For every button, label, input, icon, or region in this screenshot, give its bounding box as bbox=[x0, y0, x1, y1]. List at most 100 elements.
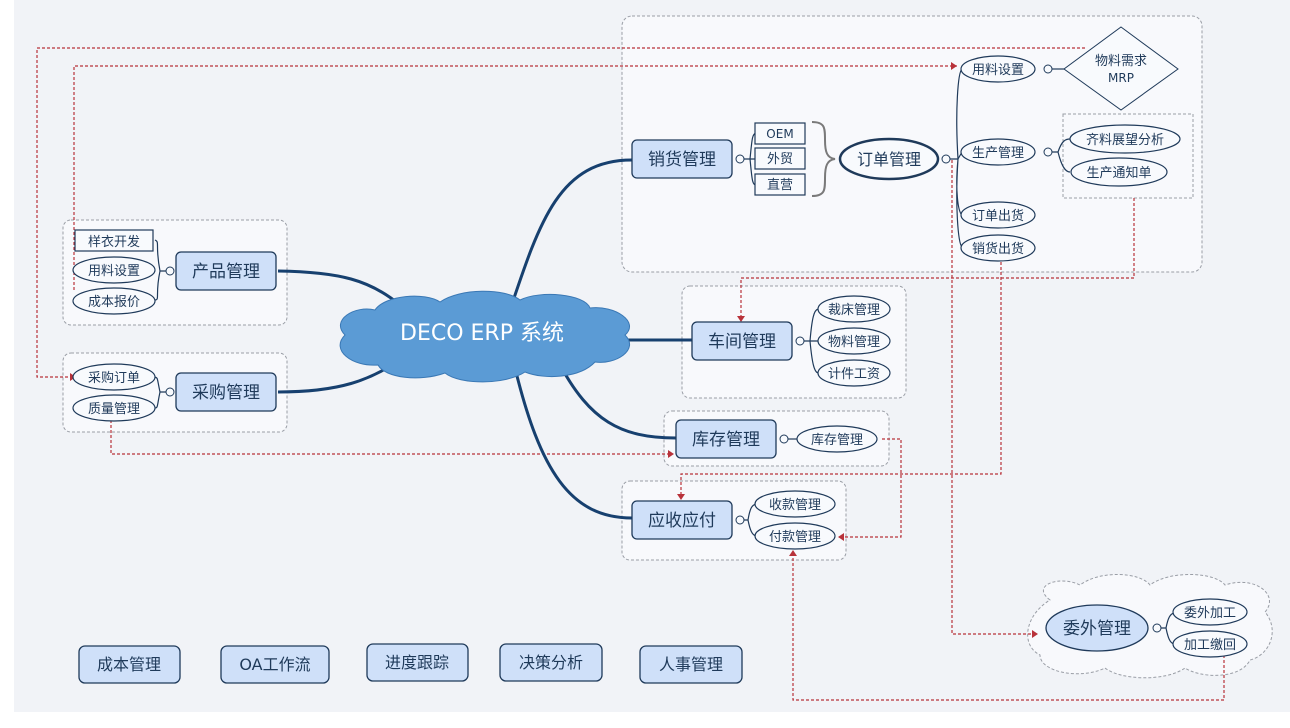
product-topic[interactable]: 产品管理 bbox=[175, 251, 277, 291]
arrowhead bbox=[951, 62, 957, 70]
workshop-sub-piece-wage[interactable]: 计件工资 bbox=[817, 359, 891, 387]
order-sub-material-setting[interactable]: 用料设置 bbox=[960, 55, 1036, 83]
outsourcing-sub-return[interactable]: 加工缴回 bbox=[1172, 630, 1248, 658]
svg-text:订单出货: 订单出货 bbox=[972, 208, 1024, 224]
collapse-toggle[interactable] bbox=[1043, 64, 1053, 74]
svg-text:付款管理: 付款管理 bbox=[769, 530, 821, 545]
main-branches bbox=[277, 158, 692, 520]
sales-label: 销货管理 bbox=[648, 150, 716, 170]
standalone-cost-management[interactable]: 成本管理 bbox=[78, 645, 181, 684]
svg-text:决策分析: 决策分析 bbox=[519, 653, 583, 672]
workshop-label: 车间管理 bbox=[708, 332, 776, 352]
arrowhead bbox=[677, 494, 685, 500]
outsourcing-label: 委外管理 bbox=[1063, 619, 1131, 639]
link-shipping-to-finance bbox=[680, 262, 1002, 496]
mrp-diamond[interactable]: 物料需求 MRP bbox=[1063, 26, 1179, 111]
finance-sub-payments[interactable]: 付款管理 bbox=[754, 522, 836, 550]
central-title: DECO ERP 系统 bbox=[400, 321, 564, 346]
central-cloud[interactable] bbox=[339, 290, 631, 383]
svg-text:MRP: MRP bbox=[1108, 71, 1134, 85]
finance-sub-receipts[interactable]: 收款管理 bbox=[754, 490, 836, 518]
arrowhead bbox=[737, 316, 745, 322]
arrowhead bbox=[668, 450, 674, 458]
link-mrp-to-purchase-order bbox=[36, 47, 1085, 378]
svg-text:样衣开发: 样衣开发 bbox=[88, 234, 140, 250]
inventory-topic[interactable]: 库存管理 bbox=[675, 419, 777, 459]
collapse-toggle[interactable] bbox=[779, 434, 789, 444]
svg-text:收款管理: 收款管理 bbox=[769, 498, 821, 513]
order-sub-production[interactable]: 生产管理 bbox=[960, 138, 1036, 166]
standalone-decision-analysis[interactable]: 决策分析 bbox=[499, 643, 603, 682]
svg-text:OEM: OEM bbox=[766, 127, 793, 141]
order-sub-sales-shipping[interactable]: 销货出货 bbox=[960, 234, 1036, 262]
arrowhead bbox=[789, 550, 797, 556]
sales-channel-oem[interactable]: OEM bbox=[754, 122, 806, 145]
outsourcing-topic[interactable]: 委外管理 bbox=[1045, 604, 1149, 652]
purchase-sub-quality[interactable]: 质量管理 bbox=[72, 394, 156, 422]
sales-channel-direct[interactable]: 直营 bbox=[754, 173, 806, 196]
production-sub-kitting-analysis[interactable]: 齐料展望分析 bbox=[1069, 124, 1181, 154]
collapse-toggle[interactable] bbox=[165, 266, 175, 276]
collapse-toggle[interactable] bbox=[1152, 623, 1162, 633]
svg-text:直营: 直营 bbox=[767, 178, 793, 193]
collapse-toggle[interactable] bbox=[1043, 147, 1053, 157]
collapse-toggle[interactable] bbox=[165, 387, 175, 397]
collapse-toggle[interactable] bbox=[941, 154, 951, 164]
svg-text:计件工资: 计件工资 bbox=[828, 367, 880, 382]
sales-topic[interactable]: 销货管理 bbox=[631, 139, 733, 179]
svg-text:用料设置: 用料设置 bbox=[88, 264, 140, 279]
svg-text:采购订单: 采购订单 bbox=[88, 370, 140, 386]
svg-text:物料需求: 物料需求 bbox=[1095, 54, 1147, 69]
workshop-topic[interactable]: 车间管理 bbox=[691, 321, 793, 361]
standalone-hr-management[interactable]: 人事管理 bbox=[639, 645, 743, 684]
finance-label: 应收应付 bbox=[648, 511, 716, 531]
sales-channel-foreign-trade[interactable]: 外贸 bbox=[754, 147, 806, 170]
svg-text:裁床管理: 裁床管理 bbox=[828, 302, 880, 318]
svg-text:加工缴回: 加工缴回 bbox=[1184, 638, 1236, 653]
purchase-topic[interactable]: 采购管理 bbox=[175, 372, 277, 412]
inventory-sub-stock[interactable]: 库存管理 bbox=[796, 425, 878, 453]
svg-text:物料管理: 物料管理 bbox=[828, 335, 880, 350]
standalone-oa-workflow[interactable]: OA工作流 bbox=[220, 645, 330, 684]
link-inventory-to-payment bbox=[842, 438, 902, 538]
svg-text:进度跟踪: 进度跟踪 bbox=[385, 653, 449, 672]
brace-icon bbox=[811, 121, 836, 197]
svg-text:人事管理: 人事管理 bbox=[659, 655, 723, 674]
purchase-label: 采购管理 bbox=[192, 383, 260, 403]
order-label: 订单管理 bbox=[857, 150, 921, 169]
arrowhead bbox=[1032, 630, 1038, 638]
collapse-toggle[interactable] bbox=[735, 515, 745, 525]
collapse-toggle[interactable] bbox=[795, 336, 805, 346]
svg-text:用料设置: 用料设置 bbox=[972, 63, 1024, 78]
svg-text:齐料展望分析: 齐料展望分析 bbox=[1086, 132, 1164, 148]
link-return-to-payment bbox=[792, 553, 1225, 701]
svg-text:生产管理: 生产管理 bbox=[972, 146, 1024, 161]
production-sub-notice[interactable]: 生产通知单 bbox=[1070, 157, 1168, 187]
order-topic[interactable]: 订单管理 bbox=[838, 137, 940, 181]
finance-topic[interactable]: 应收应付 bbox=[631, 500, 733, 540]
product-sub-cost-quote[interactable]: 成本报价 bbox=[72, 287, 156, 315]
purchase-sub-order[interactable]: 采购订单 bbox=[72, 363, 156, 391]
svg-text:成本报价: 成本报价 bbox=[88, 295, 140, 310]
svg-text:外贸: 外贸 bbox=[767, 152, 793, 167]
collapse-toggle[interactable] bbox=[735, 154, 745, 164]
svg-text:OA工作流: OA工作流 bbox=[239, 655, 310, 674]
svg-text:委外加工: 委外加工 bbox=[1184, 606, 1236, 621]
product-sub-material-setting[interactable]: 用料设置 bbox=[72, 256, 156, 284]
svg-text:生产通知单: 生产通知单 bbox=[1086, 165, 1151, 181]
link-cost-to-material-setting bbox=[73, 65, 957, 290]
link-quality-to-inventory bbox=[110, 420, 670, 455]
workshop-sub-material[interactable]: 物料管理 bbox=[817, 327, 891, 355]
outsourcing-sub-processing[interactable]: 委外加工 bbox=[1172, 598, 1248, 626]
workshop-sub-cutting[interactable]: 裁床管理 bbox=[817, 295, 891, 323]
link-order-to-outsourcing bbox=[951, 160, 1035, 635]
svg-text:成本管理: 成本管理 bbox=[97, 655, 161, 674]
product-sub-sample-dev[interactable]: 样衣开发 bbox=[74, 229, 154, 252]
link-production-to-workshop bbox=[740, 198, 1135, 318]
svg-text:销货出货: 销货出货 bbox=[972, 241, 1024, 257]
arrowhead bbox=[838, 533, 844, 541]
product-label: 产品管理 bbox=[192, 262, 260, 282]
standalone-progress-tracking[interactable]: 进度跟踪 bbox=[366, 643, 469, 682]
order-sub-order-shipping[interactable]: 订单出货 bbox=[960, 201, 1036, 229]
